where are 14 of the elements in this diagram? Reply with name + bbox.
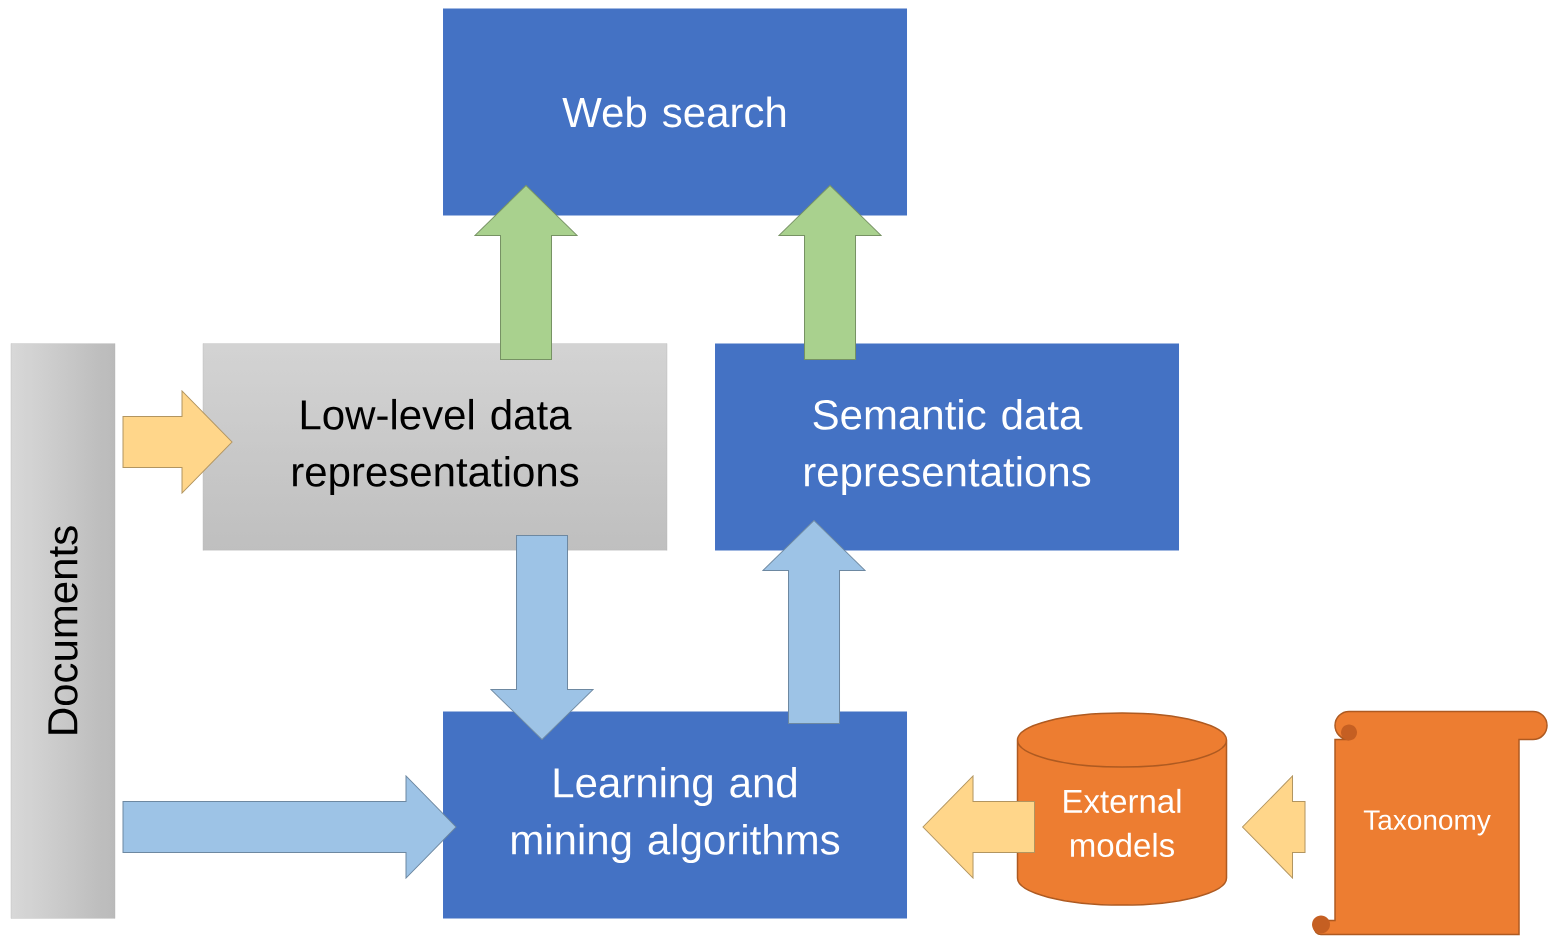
process-box: Low-level data representations	[202, 343, 668, 551]
block-arrow	[762, 520, 866, 724]
block-arrow	[490, 535, 594, 740]
process-box: Semantic data representations	[715, 343, 1179, 551]
block-arrow	[778, 185, 882, 360]
block-arrow	[122, 390, 233, 494]
document-bar: Documents	[10, 343, 116, 919]
block-arrow	[1242, 775, 1306, 879]
database-cylinder: External models	[1016, 712, 1228, 906]
process-box: Learning and mining algorithms	[443, 711, 907, 919]
block-arrow	[922, 775, 1035, 879]
block-arrow	[122, 775, 457, 879]
block-arrow	[474, 185, 578, 360]
process-box: Web search	[443, 8, 907, 216]
